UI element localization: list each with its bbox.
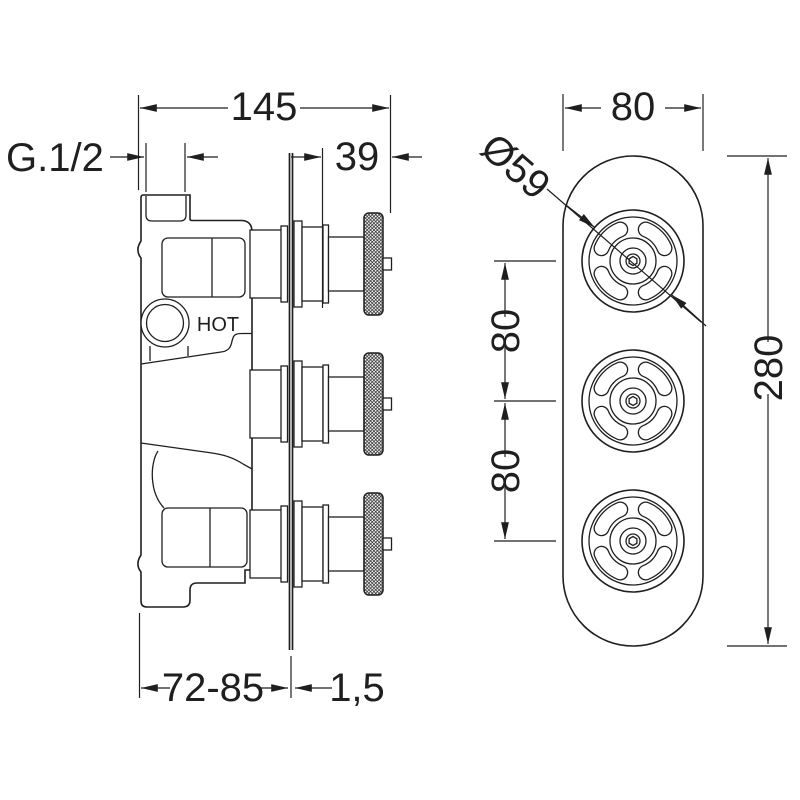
wheel-handle-middle	[582, 350, 684, 452]
svg-text:1,5: 1,5	[329, 666, 385, 710]
dimension-handle-projection: 39	[291, 135, 422, 308]
wheel-handle-bottom	[582, 490, 684, 592]
svg-text:80: 80	[484, 449, 528, 494]
svg-text:80: 80	[484, 309, 528, 354]
cartridge-housing-top	[161, 237, 246, 298]
wall-plate-section	[288, 153, 294, 650]
svg-text:145: 145	[231, 85, 298, 129]
svg-text:80: 80	[611, 85, 656, 129]
dimension-overall-width: 145	[137, 85, 392, 213]
dimension-plate-width: 80	[562, 85, 704, 151]
hot-label: HOT	[197, 314, 239, 336]
top-inlet-port	[145, 196, 187, 222]
dimension-handle-spacing-lower: 80	[484, 402, 556, 542]
body-curve	[151, 450, 165, 509]
dimension-handle-spacing-upper: 80	[484, 260, 556, 402]
svg-text:G.1/2: G.1/2	[6, 136, 104, 180]
body-section-line-lower	[140, 442, 253, 470]
svg-text:280: 280	[747, 335, 791, 402]
body-section-line-upper	[140, 332, 252, 365]
cartridge-housing-bottom	[161, 507, 248, 568]
dimension-inlet-thread: G.1/2	[6, 136, 218, 192]
dimension-installation-depth: 72-85	[138, 613, 292, 710]
front-view	[562, 155, 704, 647]
hot-inlet-port	[140, 298, 190, 361]
dimension-plate-height: 280	[727, 155, 791, 647]
svg-text:72-85: 72-85	[162, 666, 264, 710]
dimension-plate-thickness: 1,5	[294, 666, 385, 710]
wheel-handle-top	[582, 210, 684, 312]
valve-body-outline	[137, 194, 253, 608]
side-view: HOT	[137, 153, 393, 650]
svg-text:39: 39	[335, 135, 380, 179]
